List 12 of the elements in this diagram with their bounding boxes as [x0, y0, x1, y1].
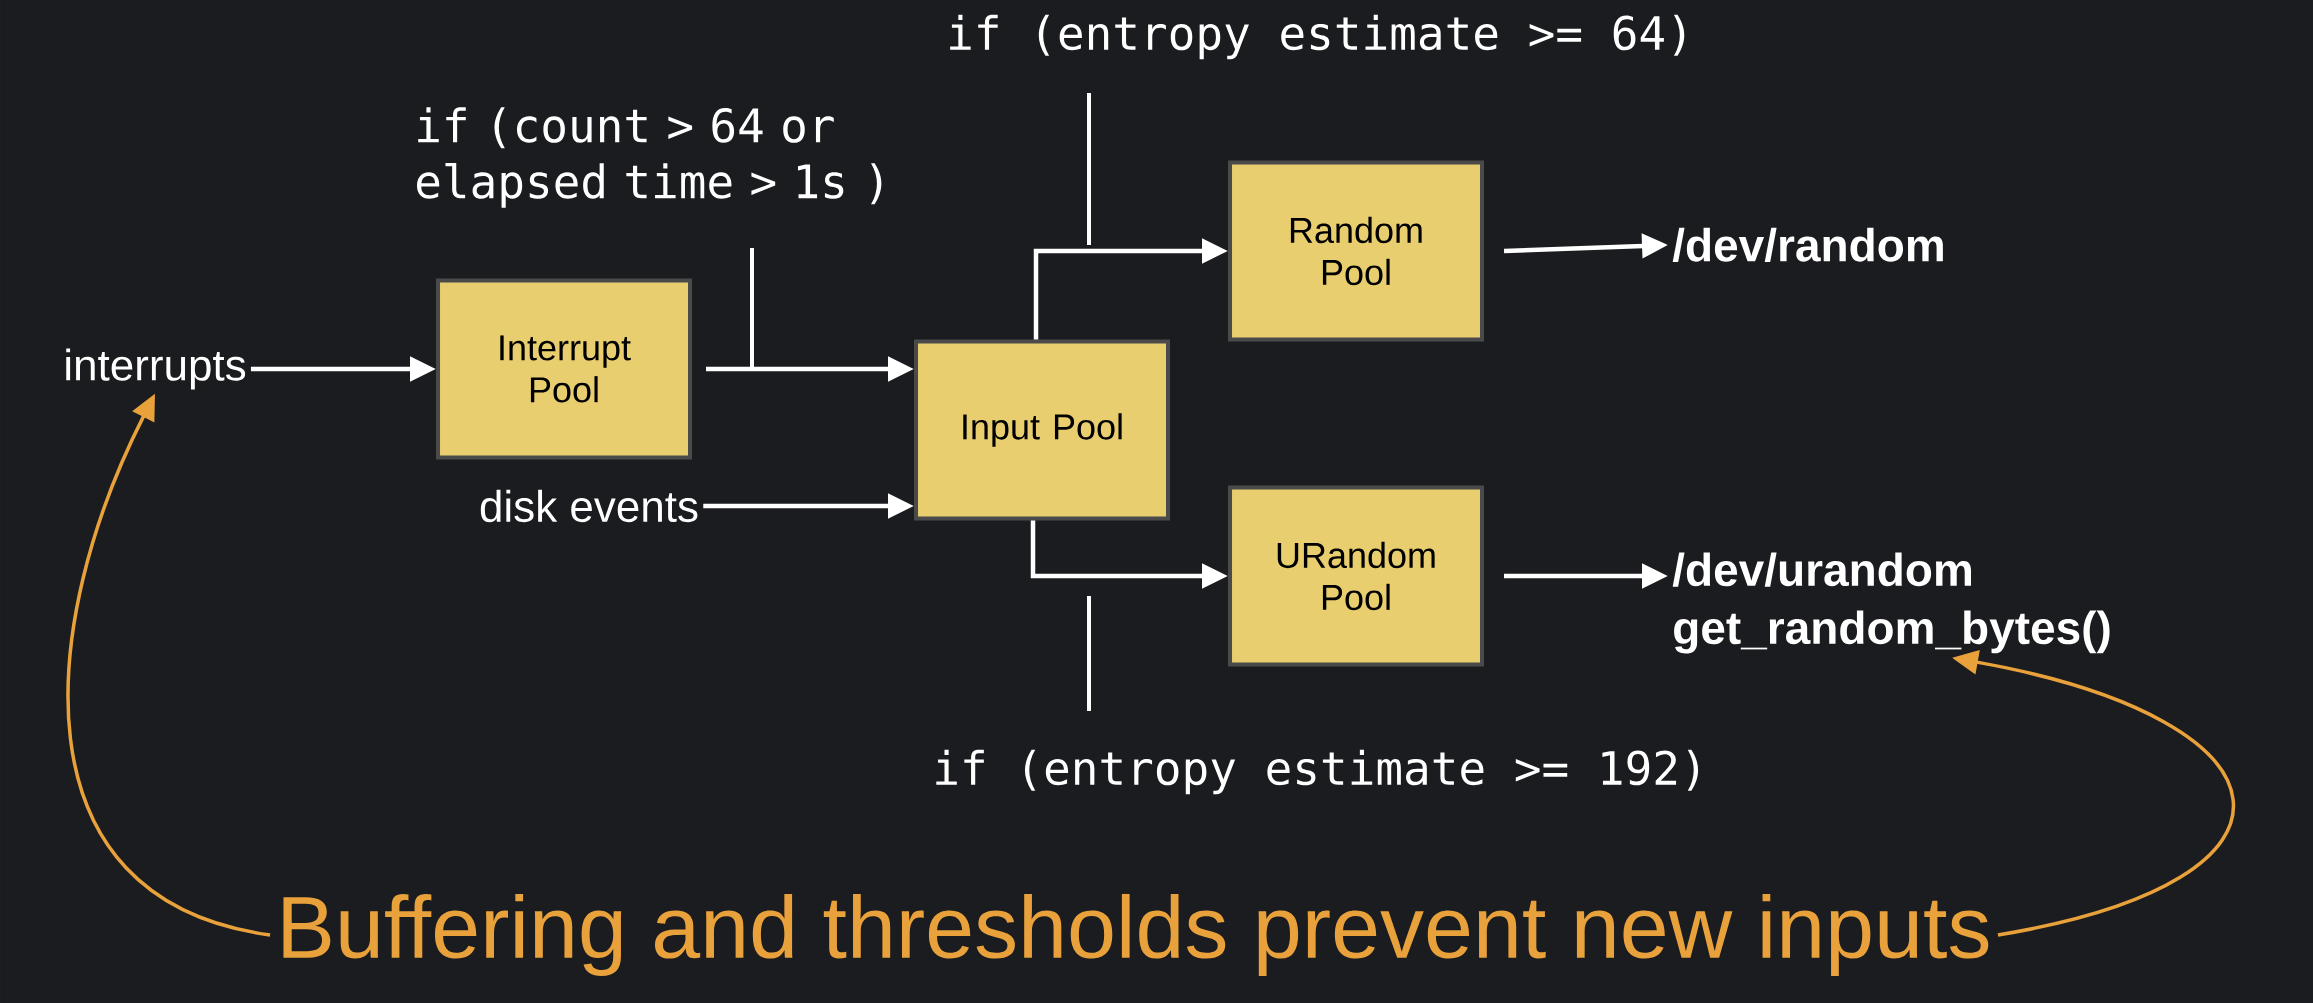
- condition-label: if (entropy estimate >= 64): [950, 14, 1685, 60]
- pool-box: Random Pool: [1228, 160, 1484, 342]
- output-label: /dev/random: [1672, 227, 1943, 263]
- input-label: interrupts: [66, 348, 246, 390]
- pool-box: URandom Pool: [1228, 485, 1484, 667]
- caption-text: Buffering and thresholds prevent new inputs: [283, 893, 1989, 976]
- output-label: /dev/urandom get_random_bytes(): [1672, 552, 2110, 654]
- condition-label: if (entropy estimate >= 192): [936, 749, 1699, 795]
- condition-label: if (count > 64 or elapsed time > 1s ): [416, 107, 882, 208]
- pool-box: Interrupt Pool: [436, 278, 692, 460]
- pool-box: Input Pool: [914, 339, 1170, 521]
- input-label: disk events: [480, 489, 698, 523]
